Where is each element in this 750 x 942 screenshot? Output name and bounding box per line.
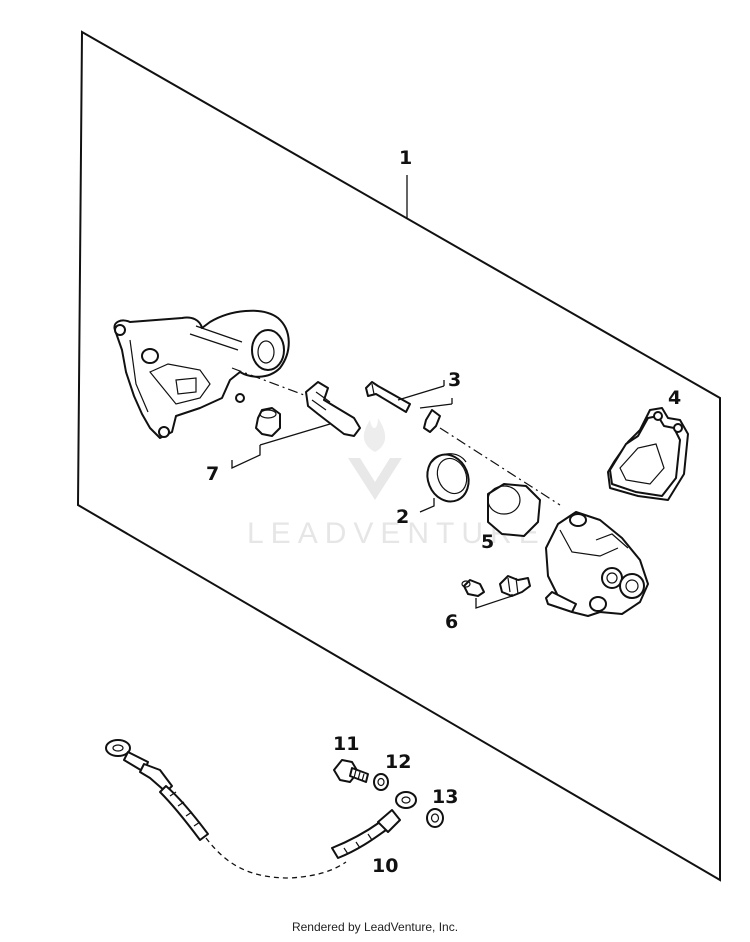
callout-12: 12 (385, 751, 411, 773)
callout-13: 13 (432, 786, 458, 808)
callout-1: 1 (399, 147, 412, 169)
brake-hose (105, 739, 417, 879)
assembly-panel (76, 30, 721, 882)
piston-seal (426, 453, 470, 503)
callout-6: 6 (445, 611, 458, 633)
callout-2: 2 (396, 506, 409, 528)
caliper-bracket (113, 309, 290, 439)
callout-3: 3 (448, 369, 461, 391)
callout-4: 4 (668, 387, 681, 409)
banjo-bolt (333, 759, 369, 783)
washer-13 (426, 808, 444, 828)
callout-5: 5 (481, 531, 494, 553)
washer-12 (373, 773, 389, 791)
callout-11: 11 (333, 733, 359, 755)
slide-pin-set (255, 381, 361, 437)
pad-pin-set (365, 381, 441, 433)
piston (487, 483, 541, 537)
bleeder-set (461, 575, 531, 597)
brake-pads (607, 407, 689, 501)
footer-credit: Rendered by LeadVenture, Inc. (291, 920, 459, 934)
callout-7: 7 (206, 463, 219, 485)
caliper-body (545, 511, 649, 617)
callout-10: 10 (372, 855, 398, 877)
